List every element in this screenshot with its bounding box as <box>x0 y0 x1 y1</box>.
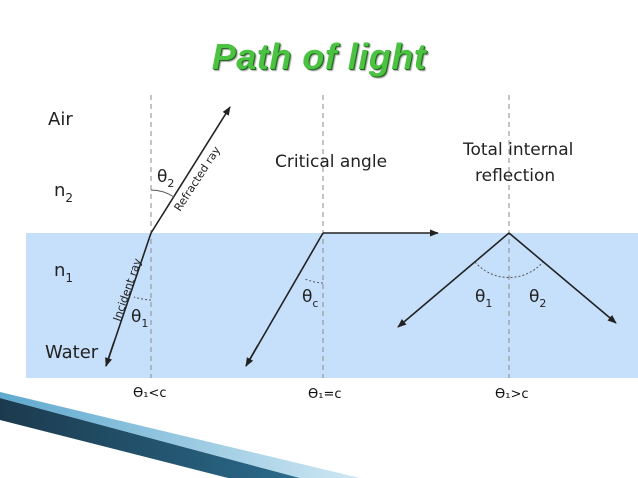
theta-c-label: θc <box>302 287 318 310</box>
theta-c-arc <box>304 278 324 284</box>
air-label: Air <box>48 109 73 130</box>
theta2-arc <box>150 189 175 198</box>
incident-ray-1-arrow <box>105 341 115 367</box>
incident-ray-3 <box>397 232 510 328</box>
slide-title: Path of light <box>211 36 427 77</box>
condition-panel3: ϴ₁>c <box>495 387 529 402</box>
theta1-label-panel1: θ1 <box>131 307 148 330</box>
refracted-ray <box>150 106 231 234</box>
n1-label: n1 <box>54 260 73 285</box>
condition-panel2: ϴ₁=c <box>308 387 342 402</box>
tir-arc <box>474 261 544 279</box>
incident-ray-2-arrow <box>245 344 259 367</box>
water-label: Water <box>45 342 99 363</box>
critical-angle-heading: Critical angle <box>275 152 387 172</box>
decor-bar-light <box>0 392 360 478</box>
refracted-ray-label: Refracted ray <box>172 144 224 214</box>
incident-ray-2 <box>245 232 324 367</box>
theta1-arc-panel1 <box>133 296 152 301</box>
theta2-label: θ2 <box>157 167 174 190</box>
theta1-label-panel3: θ1 <box>475 287 492 310</box>
tir-heading-line2: reflection <box>475 166 555 186</box>
theta2-label-panel3: θ2 <box>529 287 546 310</box>
condition-panel1: ϴ₁<c <box>133 386 167 401</box>
tir-heading-line1: Total internal <box>462 140 573 160</box>
n2-label: n2 <box>54 180 73 205</box>
reflected-ray <box>508 232 617 324</box>
water-region <box>26 233 638 378</box>
